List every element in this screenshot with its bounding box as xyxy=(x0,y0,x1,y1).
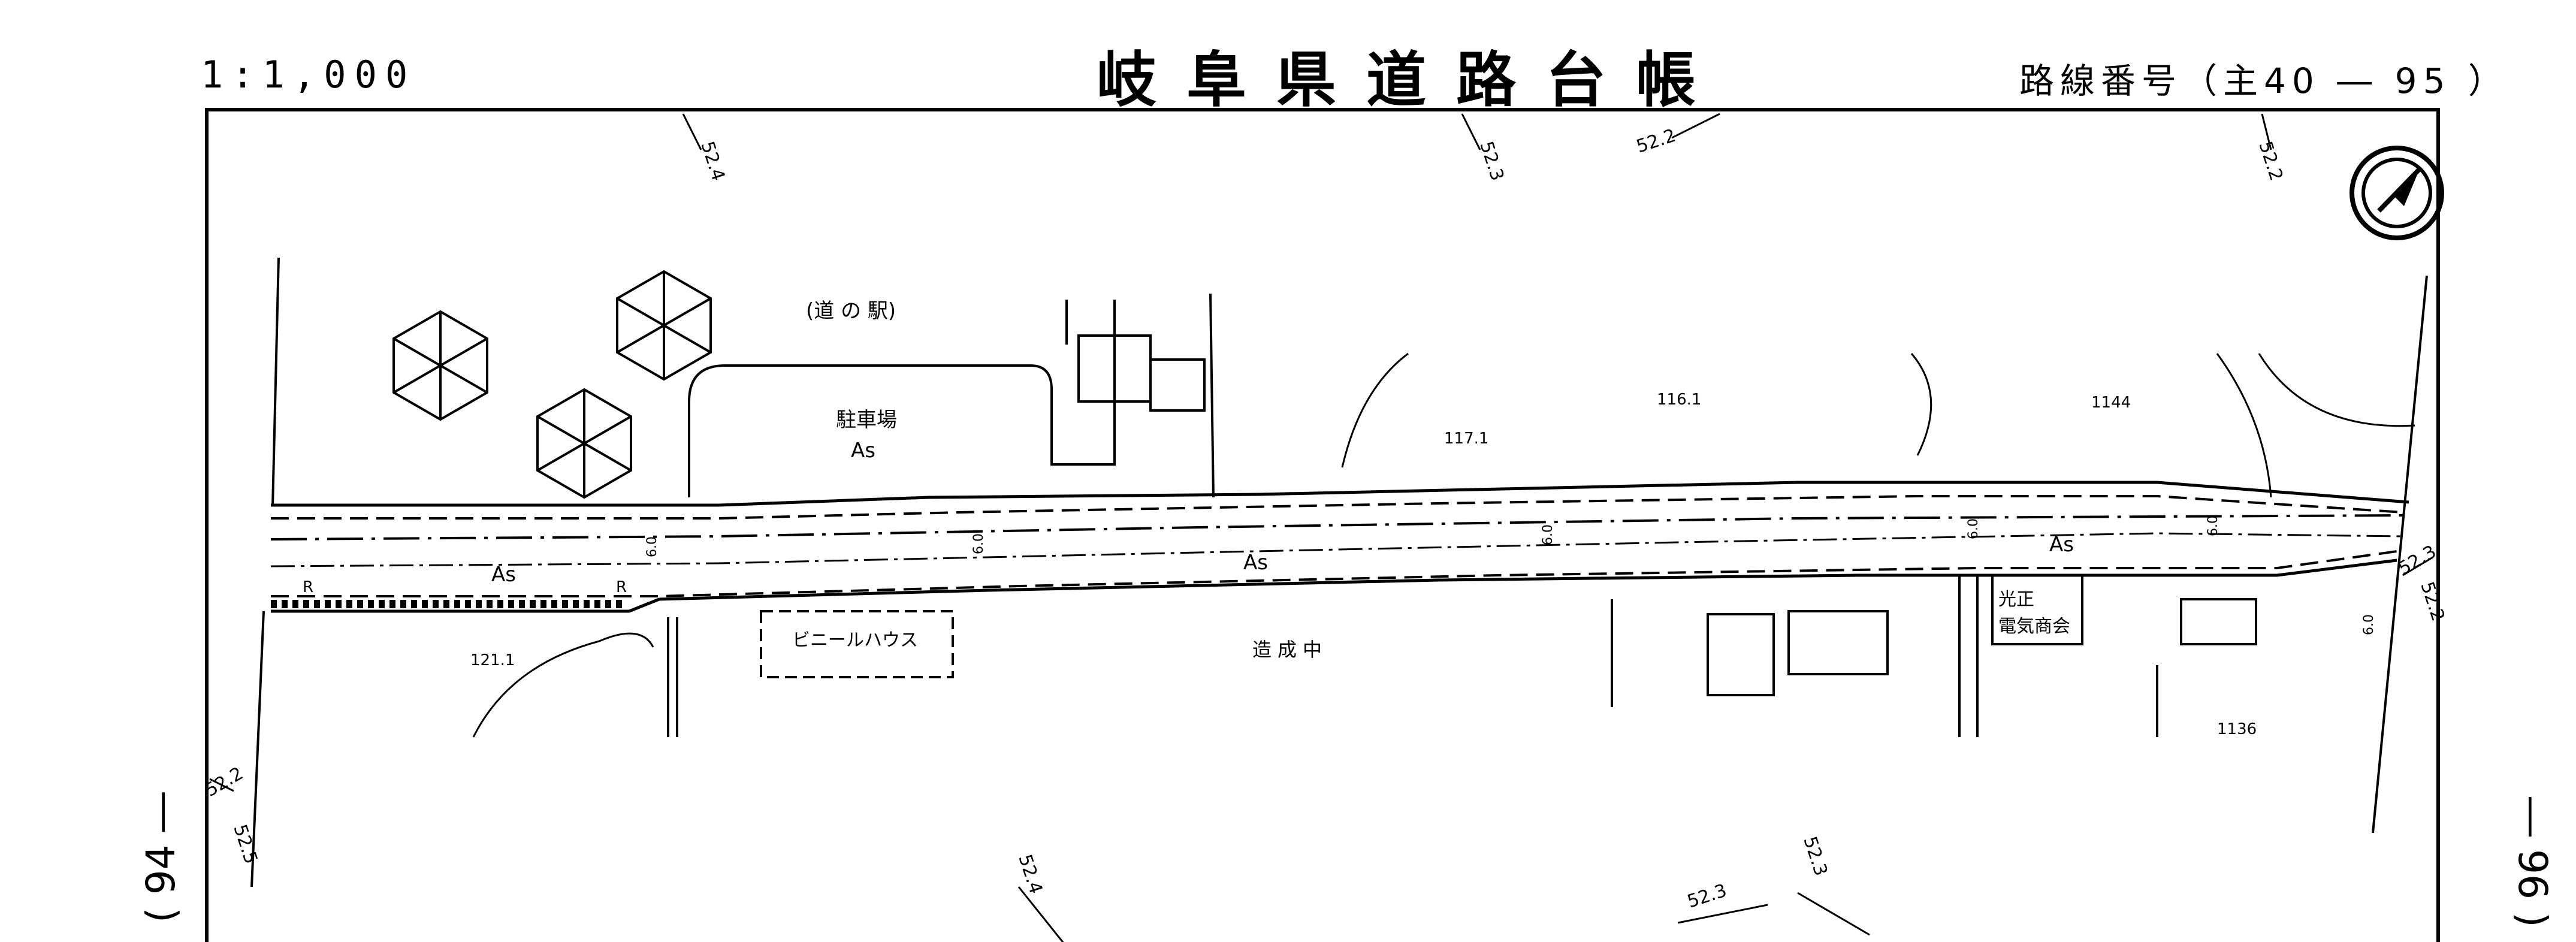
contour-label: 52.3 xyxy=(1799,834,1831,878)
elevation-label: 1144 xyxy=(2091,394,2131,412)
building xyxy=(2180,598,2257,645)
hexagon-tree-icon xyxy=(392,270,712,499)
boundary-line xyxy=(250,257,2428,887)
vinyl-house-label: ビニールハウス xyxy=(792,630,918,651)
shop-label-line1: 光正 xyxy=(1998,589,2034,610)
michi-no-eki-label: (道 の 駅) xyxy=(806,299,896,323)
map-frame xyxy=(205,108,2440,942)
contour-label: 52.3 xyxy=(1475,139,1508,183)
shop-label-line2: 電気商会 xyxy=(1998,616,2070,637)
contour-label: 52.2 xyxy=(1634,125,1678,158)
road-surface-label-mid: As xyxy=(1243,551,1268,575)
parking-lot-outline xyxy=(688,300,1116,497)
building xyxy=(1149,358,1206,412)
boundary-line xyxy=(1209,293,1215,498)
route-number: 路線番号（主40 ― 95 ） xyxy=(2019,61,2509,101)
road-width-label: 6.0 xyxy=(1966,518,1981,539)
parking-label: 駐車場 xyxy=(836,408,897,432)
road-width-label: 6.0 xyxy=(971,533,986,554)
r-label-mid: R xyxy=(616,578,627,596)
road-surface-label-right: As xyxy=(2049,533,2074,557)
contour-label: 52.4 xyxy=(696,139,729,183)
under-construction-label: 造成中 xyxy=(1252,638,1328,661)
road-outline xyxy=(270,481,2409,613)
road-width-label: 6.0 xyxy=(2206,515,2221,536)
page-title: 岐阜県道路台帳 xyxy=(1097,45,1726,115)
road-width-label: 6.0 xyxy=(645,536,660,557)
elevation-label: 116.1 xyxy=(1657,391,1701,409)
building xyxy=(1707,613,1775,696)
road-surface-label-left: As xyxy=(491,563,516,587)
road-width-label: 6.0 xyxy=(2361,614,2376,635)
north-arrow-icon xyxy=(2349,146,2444,240)
contour-label: 52.2 xyxy=(2416,579,2448,624)
r-label-left: R xyxy=(303,578,313,596)
vinyl-house-outline xyxy=(760,610,954,678)
building xyxy=(1787,610,1889,675)
contour-label: 52.2 xyxy=(2254,139,2287,183)
elevation-label: 1136 xyxy=(2217,720,2257,738)
elevation-label: 117.1 xyxy=(1444,430,1488,448)
contour-label: 52.5 xyxy=(229,822,261,866)
elevation-label: 121.1 xyxy=(470,651,515,669)
map-scale: 1:1,000 xyxy=(201,53,416,96)
shop-building xyxy=(1991,574,2083,645)
contour-label: 52.4 xyxy=(1014,852,1046,896)
contour-lines xyxy=(209,113,2433,942)
boundary-line xyxy=(667,575,2158,737)
road-width-label: 6.0 xyxy=(1541,524,1556,545)
contour-label: 52.3 xyxy=(1685,880,1729,913)
parking-surface-label: As xyxy=(851,439,875,463)
